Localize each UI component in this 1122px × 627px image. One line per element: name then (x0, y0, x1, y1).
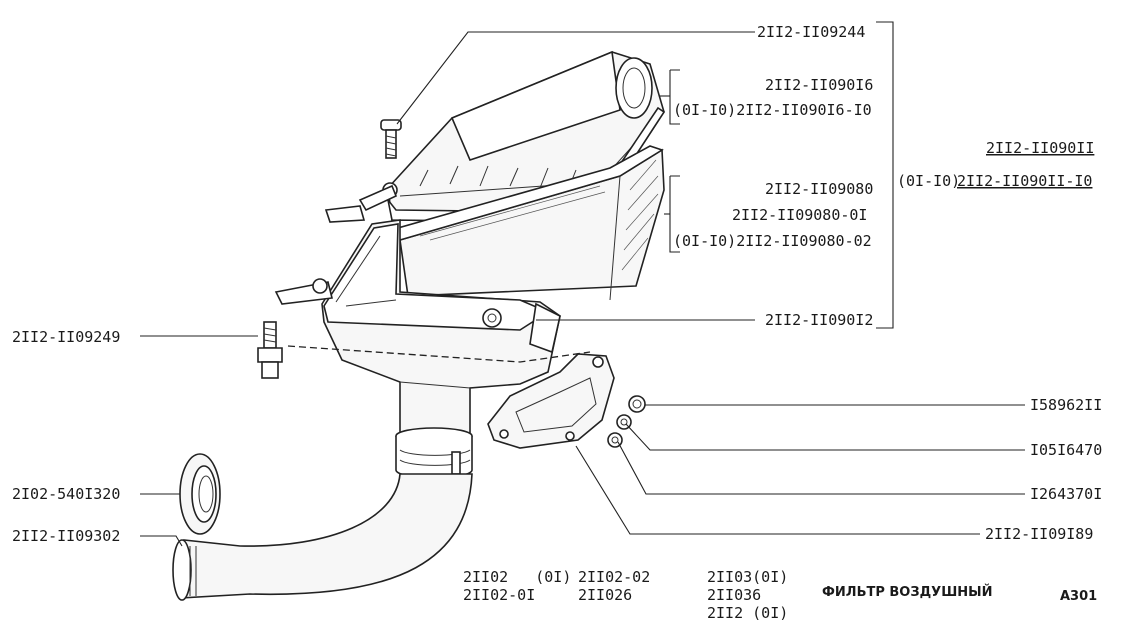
leader-lines (140, 21, 1025, 547)
callout-assembly-part-variant: 2II2-II090II-I0 (957, 172, 1092, 190)
callout-stud: 2II2-II09249 (12, 328, 120, 346)
mounting-stud (257, 321, 283, 379)
callout-cover-part-variant: (0I-I0)2II2-II090I6-I0 (673, 101, 872, 119)
callout-assembly-part: 2II2-II090II (986, 139, 1094, 157)
filter-housing (274, 205, 561, 479)
assembly-dashed-line (287, 345, 591, 363)
model-col1-line2: 2II02-0I (463, 586, 535, 604)
callout-nut: I58962II (1030, 396, 1102, 414)
callout-washer-1: I05I6470 (1030, 441, 1102, 459)
callout-housing: 2II2-II090I2 (765, 311, 873, 329)
callout-element-part-variant-1: 2II2-II09080-0I (732, 206, 867, 224)
model-col3-line2: 2II036 (707, 586, 761, 604)
page-code: A301 (1060, 589, 1097, 604)
callout-assembly-prefix: (0I-I0) (897, 172, 960, 190)
model-col3-line1: 2II03(0I) (707, 568, 788, 586)
callout-element-part-variant-2: (0I-I0)2II2-II09080-02 (673, 232, 872, 250)
mounting-bracket (487, 353, 615, 449)
intake-hose (172, 473, 473, 601)
callout-bracket: 2II2-II09I89 (985, 525, 1093, 543)
callout-element-part: 2II2-II09080 (765, 180, 873, 198)
model-col2-line1: 2II02-02 (578, 568, 650, 586)
callout-cover-part: 2II2-II090I6 (765, 76, 873, 94)
model-col1-line1: 2II02 (0I) (463, 568, 571, 586)
callout-washer-2: I264370I (1030, 485, 1102, 503)
model-col2-line2: 2II026 (578, 586, 632, 604)
callout-seal: 2I02-540I320 (12, 485, 120, 503)
callout-cover-screw: 2II2-II09244 (757, 23, 865, 41)
diagram-title: ФИЛЬТР ВОЗДУШНЫЙ (822, 584, 993, 600)
cover-screw (380, 119, 402, 159)
seal-ring (179, 453, 221, 535)
model-col3-line3: 2II2 (0I) (707, 604, 788, 622)
callout-hose: 2II2-II09302 (12, 527, 120, 545)
